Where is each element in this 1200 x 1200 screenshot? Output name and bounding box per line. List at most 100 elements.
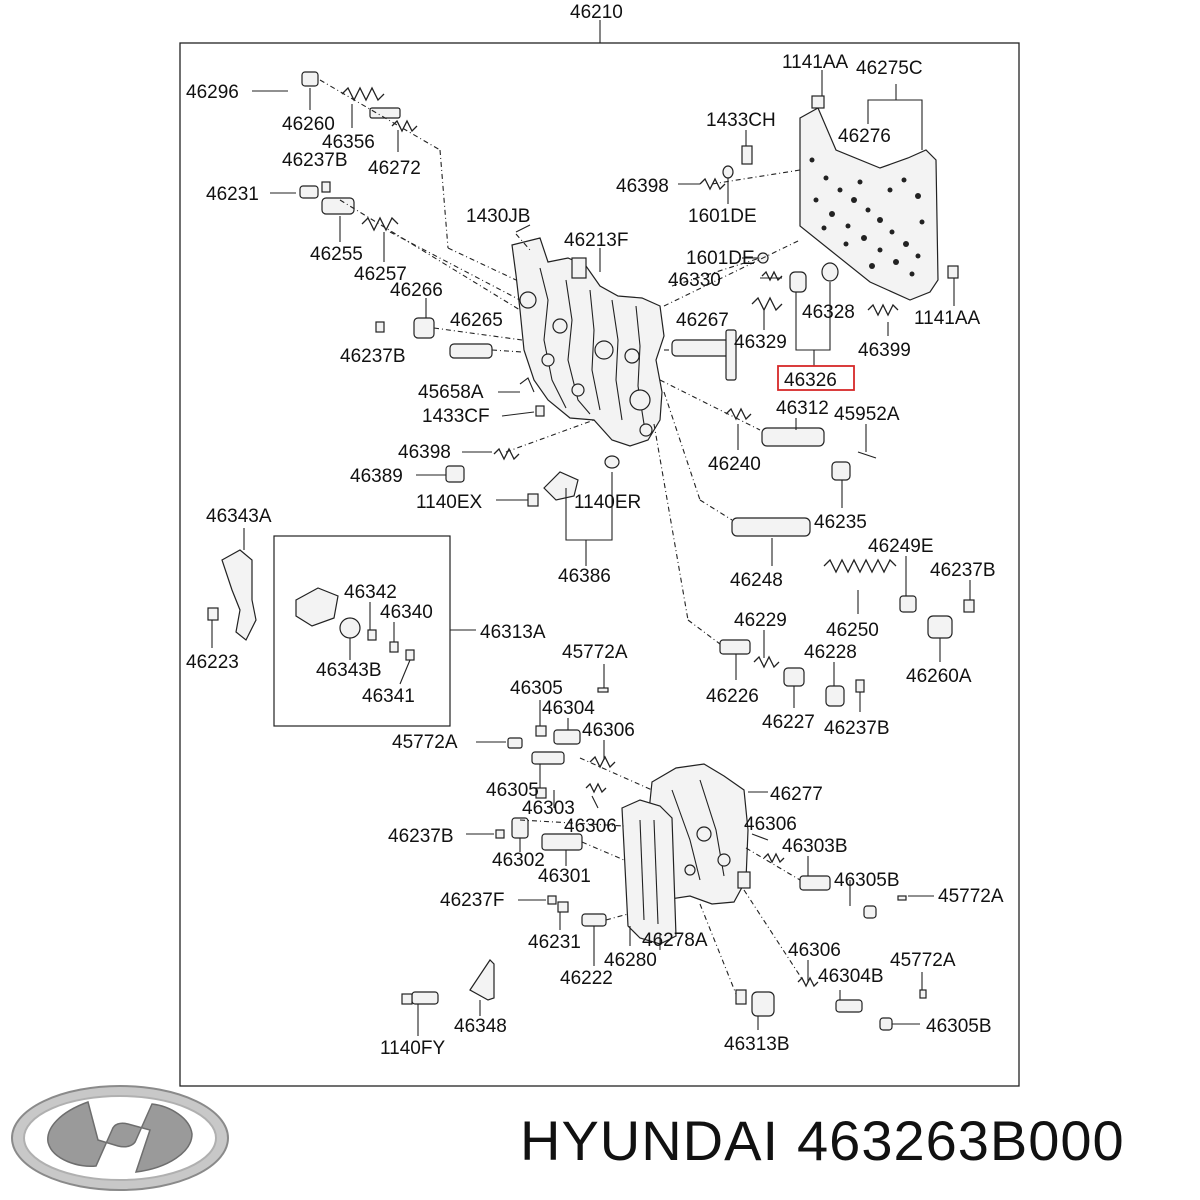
label-46275C: 46275C — [856, 58, 923, 79]
label-46306: 46306 — [582, 720, 635, 741]
label-46237B: 46237B — [340, 346, 406, 367]
assembly-lines — [319, 79, 805, 995]
label-46280: 46280 — [604, 950, 657, 971]
label-46313B: 46313B — [724, 1034, 790, 1055]
label-46343B: 46343B — [316, 660, 382, 681]
separator-plate — [799, 95, 959, 301]
label-46328: 46328 — [802, 302, 855, 323]
label-46260A: 46260A — [906, 666, 972, 687]
right-valve-parts — [671, 145, 975, 707]
label-46302: 46302 — [492, 850, 545, 871]
brand-caption: HYUNDAI 463263B000 — [520, 1108, 1143, 1173]
label-46210: 46210 — [570, 2, 623, 23]
label-46228: 46228 — [804, 642, 857, 663]
hyundai-logo — [11, 1085, 229, 1191]
label-46356: 46356 — [322, 132, 375, 153]
label-46240: 46240 — [708, 454, 761, 475]
label-45772A: 45772A — [392, 732, 458, 753]
label-46305B: 46305B — [834, 870, 900, 891]
label-46305B: 46305B — [926, 1016, 992, 1037]
label-46237B: 46237B — [388, 826, 454, 847]
label-46237F: 46237F — [440, 890, 504, 911]
label-46306: 46306 — [788, 940, 841, 961]
label-46340: 46340 — [380, 602, 433, 623]
label-45658A: 45658A — [418, 382, 484, 403]
label-46306: 46306 — [564, 816, 617, 837]
label-1140ER: 1140ER — [574, 492, 641, 513]
label-46237B: 46237B — [824, 718, 890, 739]
label-1433CH: 1433CH — [706, 110, 776, 131]
label-46306: 46306 — [744, 814, 797, 835]
label-46267: 46267 — [676, 310, 729, 331]
solenoid-inset — [273, 535, 476, 727]
label-46229: 46229 — [734, 610, 787, 631]
label-46301: 46301 — [538, 866, 591, 887]
lower-right-parts — [735, 852, 927, 1031]
leader-lines — [211, 70, 971, 1036]
label-46223: 46223 — [186, 652, 239, 673]
label-1141AA: 1141AA — [782, 52, 849, 73]
bracket-46343A — [207, 549, 257, 641]
label-46296: 46296 — [186, 82, 239, 103]
label-46231: 46231 — [528, 932, 581, 953]
label-46312: 46312 — [776, 398, 829, 419]
label-46303: 46303 — [522, 798, 575, 819]
label-46342: 46342 — [344, 582, 397, 603]
label-46231: 46231 — [206, 184, 259, 205]
label-1601DE: 1601DE — [686, 248, 755, 269]
label-46398: 46398 — [398, 442, 451, 463]
label-46266: 46266 — [390, 280, 443, 301]
label-46250: 46250 — [826, 620, 879, 641]
lower-left-parts — [401, 687, 616, 1005]
label-46326: 46326 — [784, 370, 837, 391]
label-46248: 46248 — [730, 570, 783, 591]
lower-valve-body — [621, 763, 751, 945]
label-1601DE: 1601DE — [688, 206, 757, 227]
label-1140EX: 1140EX — [416, 492, 483, 513]
label-46277: 46277 — [770, 784, 823, 805]
label-46305: 46305 — [510, 678, 563, 699]
label-46272: 46272 — [368, 158, 421, 179]
label-46276: 46276 — [838, 126, 891, 147]
label-46343A: 46343A — [206, 506, 272, 527]
label-46237B: 46237B — [930, 560, 996, 581]
label-46213F: 46213F — [564, 230, 628, 251]
label-1430JB: 1430JB — [466, 206, 530, 227]
label-46341: 46341 — [362, 686, 415, 707]
label-46222: 46222 — [560, 968, 613, 989]
label-46313A: 46313A — [480, 622, 546, 643]
label-46389: 46389 — [350, 466, 403, 487]
label-46386: 46386 — [558, 566, 611, 587]
label-46226: 46226 — [706, 686, 759, 707]
upper-valve-body — [511, 237, 665, 447]
label-46255: 46255 — [310, 244, 363, 265]
label-46305: 46305 — [486, 780, 539, 801]
label-45952A: 45952A — [834, 404, 900, 425]
label-46398: 46398 — [616, 176, 669, 197]
label-46257: 46257 — [354, 264, 407, 285]
label-46260: 46260 — [282, 114, 335, 135]
label-46278A: 46278A — [642, 930, 708, 951]
label-1140FY: 1140FY — [380, 1038, 445, 1059]
highlight-box-46326 — [777, 365, 855, 391]
label-46329: 46329 — [734, 332, 787, 353]
label-46303B: 46303B — [782, 836, 848, 857]
label-45772A: 45772A — [890, 950, 956, 971]
left-valve-parts — [299, 71, 620, 507]
label-46304B: 46304B — [818, 966, 884, 987]
brand-name: HYUNDAI — [520, 1109, 780, 1172]
label-46304: 46304 — [542, 698, 595, 719]
label-46227: 46227 — [762, 712, 815, 733]
label-46399: 46399 — [858, 340, 911, 361]
label-46249E: 46249E — [868, 536, 934, 557]
label-46330: 46330 — [668, 270, 721, 291]
label-46237B: 46237B — [282, 150, 348, 171]
label-45772A: 45772A — [938, 886, 1004, 907]
label-46348: 46348 — [454, 1016, 507, 1037]
part-number: 463263B000 — [797, 1109, 1125, 1172]
label-46265: 46265 — [450, 310, 503, 331]
part-labels: 46296 46260 46356 46237B 46272 46231 462… — [186, 52, 1004, 1059]
label-46235: 46235 — [814, 512, 867, 533]
label-1141AA: 1141AA — [914, 308, 981, 329]
